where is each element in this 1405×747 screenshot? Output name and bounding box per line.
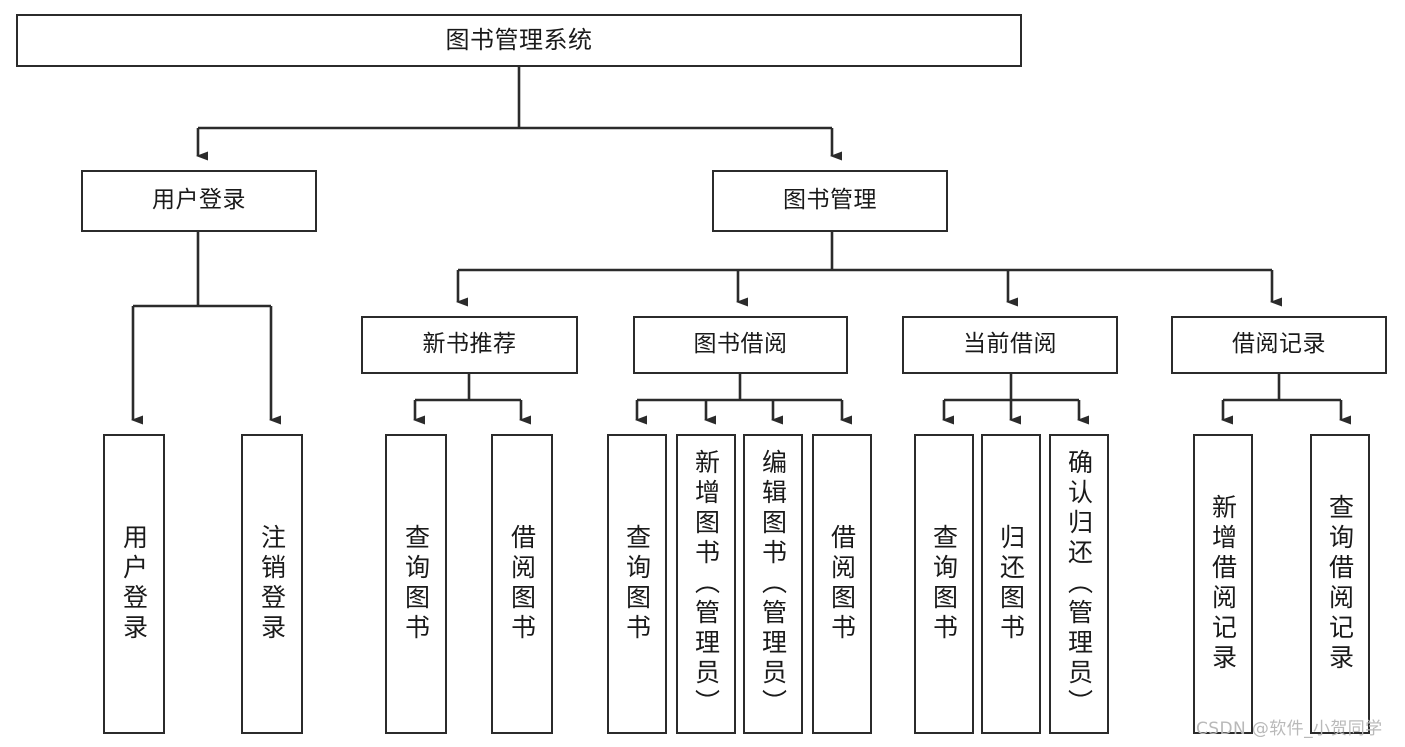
csdn-watermark: CSDN @软件_小贺同学 — [1196, 719, 1383, 739]
node-label: 编辑图书（管理员） — [758, 449, 788, 719]
leaf-recommend-borrow-book[interactable]: 借阅图书 — [491, 434, 553, 734]
node-label: 图书借阅 — [693, 331, 788, 358]
node-new-book-recommend[interactable]: 新书推荐 — [361, 316, 578, 374]
leaf-record-add-record[interactable]: 新增借阅记录 — [1193, 434, 1253, 734]
node-label: 当前借阅 — [963, 331, 1057, 358]
node-label: 新增借阅记录 — [1208, 494, 1238, 674]
node-label: 图书管理 — [783, 187, 877, 214]
node-label: 用户登录 — [119, 524, 149, 644]
node-label: 查询图书 — [622, 524, 652, 644]
node-label: 借阅图书 — [827, 524, 857, 644]
leaf-current-confirm-return-admin[interactable]: 确认归还（管理员） — [1049, 434, 1109, 734]
node-book-management[interactable]: 图书管理 — [712, 170, 948, 232]
node-label: 查询借阅记录 — [1325, 494, 1355, 674]
leaf-current-query-book[interactable]: 查询图书 — [914, 434, 974, 734]
leaf-user-login-signout[interactable]: 注销登录 — [241, 434, 303, 734]
node-current-borrow[interactable]: 当前借阅 — [902, 316, 1118, 374]
node-root-system[interactable]: 图书管理系统 — [16, 14, 1022, 67]
node-borrow-record[interactable]: 借阅记录 — [1171, 316, 1387, 374]
node-label: 查询图书 — [929, 524, 959, 644]
node-book-borrow[interactable]: 图书借阅 — [633, 316, 848, 374]
node-label: 借阅记录 — [1232, 331, 1326, 358]
node-user-login[interactable]: 用户登录 — [81, 170, 317, 232]
leaf-recommend-query-book[interactable]: 查询图书 — [385, 434, 447, 734]
node-label: 用户登录 — [152, 187, 246, 214]
leaf-borrow-borrow-book[interactable]: 借阅图书 — [812, 434, 872, 734]
leaf-borrow-edit-book-admin[interactable]: 编辑图书（管理员） — [743, 434, 803, 734]
node-label: 归还图书 — [996, 524, 1026, 644]
node-label: 借阅图书 — [507, 524, 537, 644]
node-label: 注销登录 — [257, 524, 287, 644]
leaf-borrow-query-book[interactable]: 查询图书 — [607, 434, 667, 734]
node-label: 图书管理系统 — [445, 26, 593, 55]
node-label: 查询图书 — [401, 524, 431, 644]
node-label: 新增图书（管理员） — [691, 449, 721, 719]
leaf-record-query-record[interactable]: 查询借阅记录 — [1310, 434, 1370, 734]
leaf-user-login-signin[interactable]: 用户登录 — [103, 434, 165, 734]
leaf-current-return-book[interactable]: 归还图书 — [981, 434, 1041, 734]
node-label: 确认归还（管理员） — [1064, 449, 1094, 719]
leaf-borrow-add-book-admin[interactable]: 新增图书（管理员） — [676, 434, 736, 734]
node-label: 新书推荐 — [422, 331, 517, 358]
